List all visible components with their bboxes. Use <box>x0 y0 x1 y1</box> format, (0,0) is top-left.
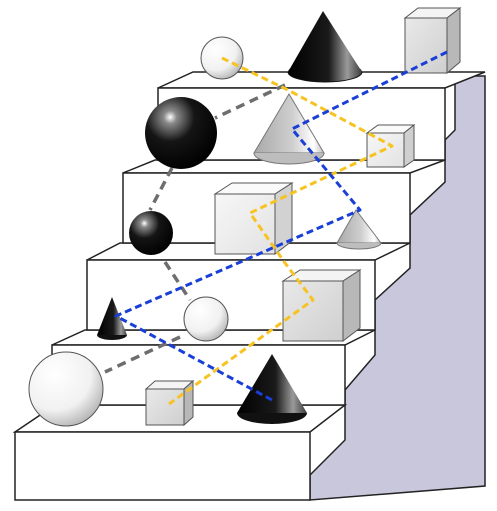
connector-step4-step3 <box>148 167 174 211</box>
cone-black-step1 <box>237 354 307 424</box>
cone-black-step2 <box>97 297 127 340</box>
connector-step3-step2 <box>163 261 192 301</box>
cube-white-step3 <box>213 182 294 256</box>
blue-path <box>114 50 448 402</box>
step-1-front <box>14 431 311 501</box>
sphere-white-step2 <box>183 296 229 342</box>
sphere-black-step4 <box>145 97 217 169</box>
connector-step5-step4 <box>214 83 286 120</box>
gray-connectors <box>104 83 286 374</box>
connector-step2-step1 <box>104 335 181 374</box>
cone-gray-step4 <box>253 93 325 165</box>
cube-gray-step2 <box>281 269 362 343</box>
cube-gray-top <box>403 6 462 75</box>
cone-gray-step3 <box>336 209 383 250</box>
sphere-white-step1 <box>28 351 104 427</box>
sphere-black-step3 <box>129 211 173 255</box>
cone-black-top <box>287 11 363 83</box>
yellow-path <box>168 56 394 406</box>
cube-gray-step1 <box>144 379 195 427</box>
